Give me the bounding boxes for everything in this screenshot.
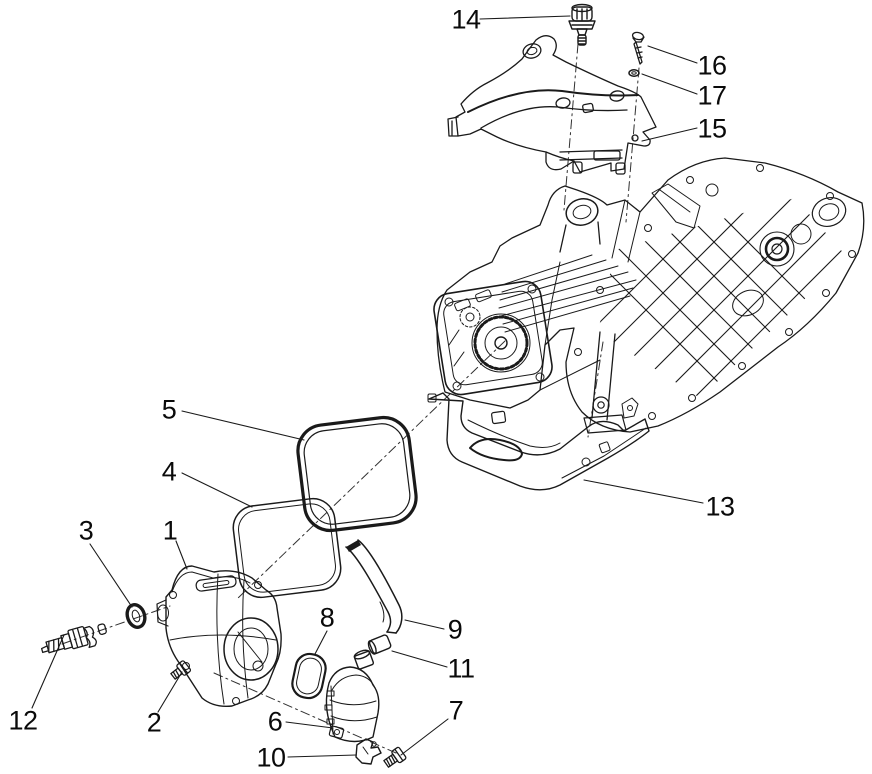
part-gasket-inner (232, 497, 342, 599)
part-clamp (355, 738, 382, 765)
part-o-ring (291, 652, 327, 700)
callout-6: 6 (267, 706, 283, 737)
part-screw-16 (631, 31, 645, 65)
part-sleeve (367, 634, 392, 655)
callout-7: 7 (448, 695, 464, 726)
part-cylinder-head-cover (156, 565, 282, 708)
part-screw-2 (170, 660, 192, 680)
part-gasket-outer (296, 415, 418, 533)
part-seal-washer (125, 603, 147, 629)
callout-15: 15 (697, 113, 727, 144)
callout-8: 8 (319, 602, 335, 633)
part-screw-7 (383, 746, 407, 768)
callout-16: 16 (697, 50, 727, 81)
callout-12: 12 (8, 705, 38, 736)
part-head-cover-shroud (447, 35, 657, 175)
callout-14: 14 (451, 4, 481, 35)
callout-13: 13 (705, 491, 735, 522)
leader-lines (31, 15, 704, 758)
part-temperature-sensor (568, 3, 596, 46)
callout-10: 10 (256, 742, 286, 773)
part-washer-17 (628, 69, 640, 77)
callout-9: 9 (447, 614, 463, 645)
callout-2: 2 (146, 707, 162, 738)
part-oil-separator (324, 649, 380, 743)
callout-11: 11 (447, 653, 475, 684)
callout-17: 17 (697, 80, 727, 111)
part-inner-cover-spoiler (427, 392, 650, 491)
callout-3: 3 (78, 515, 94, 546)
part-spark-plug (40, 623, 107, 654)
part-breather-hose (345, 539, 403, 634)
callout-1: 1 (162, 515, 178, 546)
callout-4: 4 (161, 456, 177, 487)
callout-5: 5 (161, 394, 177, 425)
